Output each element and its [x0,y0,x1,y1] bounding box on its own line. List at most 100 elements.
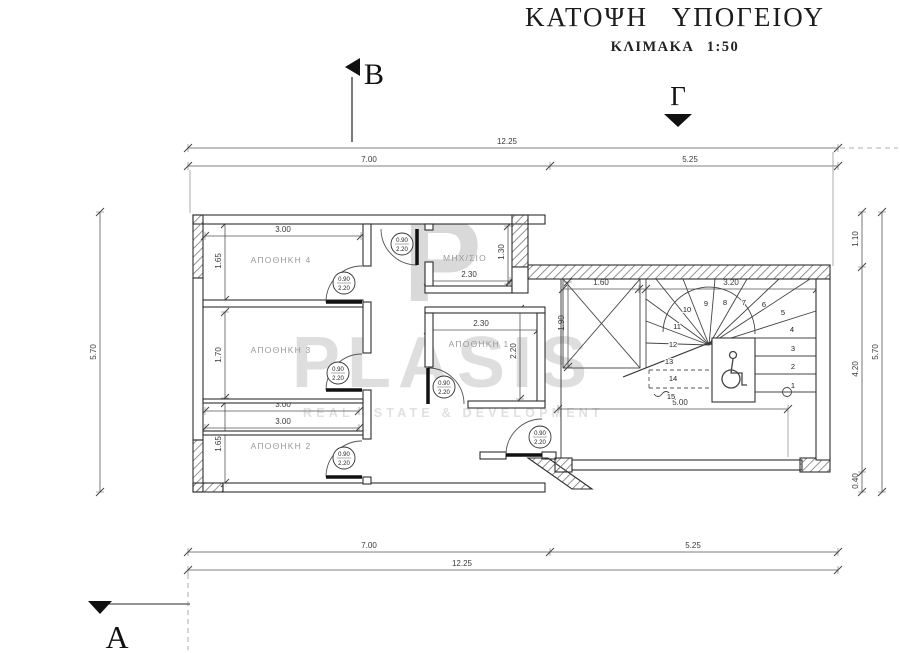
stair-number: 3 [791,344,795,353]
dim-label: 0.40 [851,473,860,489]
room-label-storage4: ΑΠΟΘΗΚΗ 4 [251,255,312,265]
door-size-width: 0.90 [332,367,344,373]
door-size-height: 2.20 [534,440,546,446]
stair-numbers: 1 2 3 4 5 6 7 8 9 10 11 12 13 14 15 [664,297,796,402]
wall-room1-bottom [467,400,546,409]
wall-stair-bottom-hatched-left [554,457,573,473]
stair-number: 7 [742,298,746,307]
dim-label: 3.20 [723,278,739,287]
dim-label: 5.70 [89,344,98,360]
stair-number: 9 [704,299,708,308]
dim-label: 5.25 [682,155,698,164]
wall-room4-room3 [202,299,364,308]
stair-number: 12 [669,340,677,349]
dim-label: 4.20 [851,361,860,377]
dim-label: 3.00 [275,400,291,409]
dim-label: 1.30 [497,244,506,260]
door-size-width: 0.90 [338,277,350,283]
stair-number: 8 [723,298,727,307]
dim-label: 2.30 [461,270,477,279]
section-marker-gamma: Γ [664,81,692,127]
wall-diagonal-hatched [526,457,594,490]
door-storage1: 0.90 2.20 [426,367,465,405]
stair-number: 11 [673,322,681,331]
wall-stair-right [815,278,831,461]
room-labels: ΑΠΟΘΗΚΗ 4 ΑΠΟΘΗΚΗ 3 ΑΠΟΘΗΚΗ 2 ΑΠΟΘΗΚΗ 1 … [251,253,509,451]
section-marker-a: A [88,601,190,653]
stair-treads [622,278,817,397]
wall-corridor-right [424,223,434,231]
stair-number: 1 [791,381,795,390]
dim-label: 12.25 [497,137,518,146]
wall-band-room2 [202,430,364,436]
title-block: ΚΑΤΟΨΗ ΥΠΟΓΕΙΟΥ ΚΛΙΜΑΚΑ 1:50 [505,2,845,56]
dim-label: 1.60 [593,278,609,287]
door-size-height: 2.20 [396,247,408,253]
dimensions-left: 5.70 [89,207,105,497]
dim-label: 1.10 [851,231,860,247]
stair-number: 13 [665,357,673,366]
wheelchair-icon [721,350,747,389]
section-marker-gamma-label: Γ [670,81,686,111]
door-size-width: 0.90 [534,431,546,437]
door-mech: 0.90 2.20 [380,228,419,266]
door-size-height: 2.20 [332,376,344,382]
walls [192,214,831,493]
wall-mech-bottom [424,285,513,294]
stair-newel-post [782,387,792,397]
section-marker-b-label: B [364,58,384,91]
wall-top-exterior [192,214,546,225]
dimensions-top: 12.25 7.00 5.25 [183,137,898,266]
wall-left-hatched-top [192,214,204,279]
wall-stair-bottom [571,459,803,471]
door-size-width: 0.90 [396,238,408,244]
wall-room1-left [424,312,434,368]
wall-stair-bottom-hatched-right [799,457,831,473]
door-size-width: 0.90 [338,452,350,458]
dim-label: 5.25 [685,541,701,550]
door-size-height: 2.20 [338,461,350,467]
stairwell [562,278,817,397]
door-storage4: 0.90 2.20 [325,265,363,304]
wall-room3-band [202,398,364,404]
stair-number: 10 [683,305,691,314]
wall-bottom-exterior [222,482,546,493]
door-size-height: 2.20 [438,390,450,396]
stair-number: 4 [790,325,794,334]
dim-label: 12.25 [452,559,473,568]
stair-break-line [622,340,715,378]
wall-corridor-left [362,223,372,267]
room-label-storage2: ΑΠΟΘΗΚΗ 2 [251,441,312,451]
stair-number: 15 [667,392,675,401]
door-size-height: 2.20 [338,286,350,292]
door-storage2: 0.90 2.20 [325,440,363,479]
dim-label: 1.65 [214,436,223,452]
dimensions-bottom: 7.00 5.25 12.25 [183,541,843,650]
wall-mech-right-hatched [511,214,529,268]
watermark-tagline: REAL ESTATE & DEVELOPMENT [303,406,604,420]
room-label-storage3: ΑΠΟΘΗΚΗ 3 [251,345,312,355]
dim-label: 3.00 [275,225,291,234]
dim-label: 1.65 [214,253,223,269]
wheelchair-platform [711,337,756,403]
dimensions-interior: 3.00 1.65 1.70 1.65 3.00 3.00 2.30 1.30 [200,219,543,488]
wall-entry-left [479,451,507,460]
wall-room1-right [536,312,546,408]
wall-mech-right [511,266,529,294]
dim-label: 5.70 [871,344,880,360]
door-storage3: 0.90 2.20 [325,353,363,392]
wall-room1-top [424,306,546,314]
wall-left-exterior [192,277,204,441]
wall-corridor-left [362,389,372,440]
door-entry: 0.90 2.20 [505,418,552,457]
dim-label: 1.70 [214,347,223,363]
stair-number: 14 [669,374,677,383]
stair-number: 2 [791,362,795,371]
stair-number: 5 [781,308,785,317]
page-title: ΚΑΤΟΨΗ ΥΠΟΓΕΙΟΥ [525,2,825,32]
scale-label: ΚΛΙΜΑΚΑ 1:50 [610,39,740,55]
section-marker-a-label: A [105,619,128,653]
door-size-width: 0.90 [438,381,450,387]
stair-number: 6 [762,300,766,309]
